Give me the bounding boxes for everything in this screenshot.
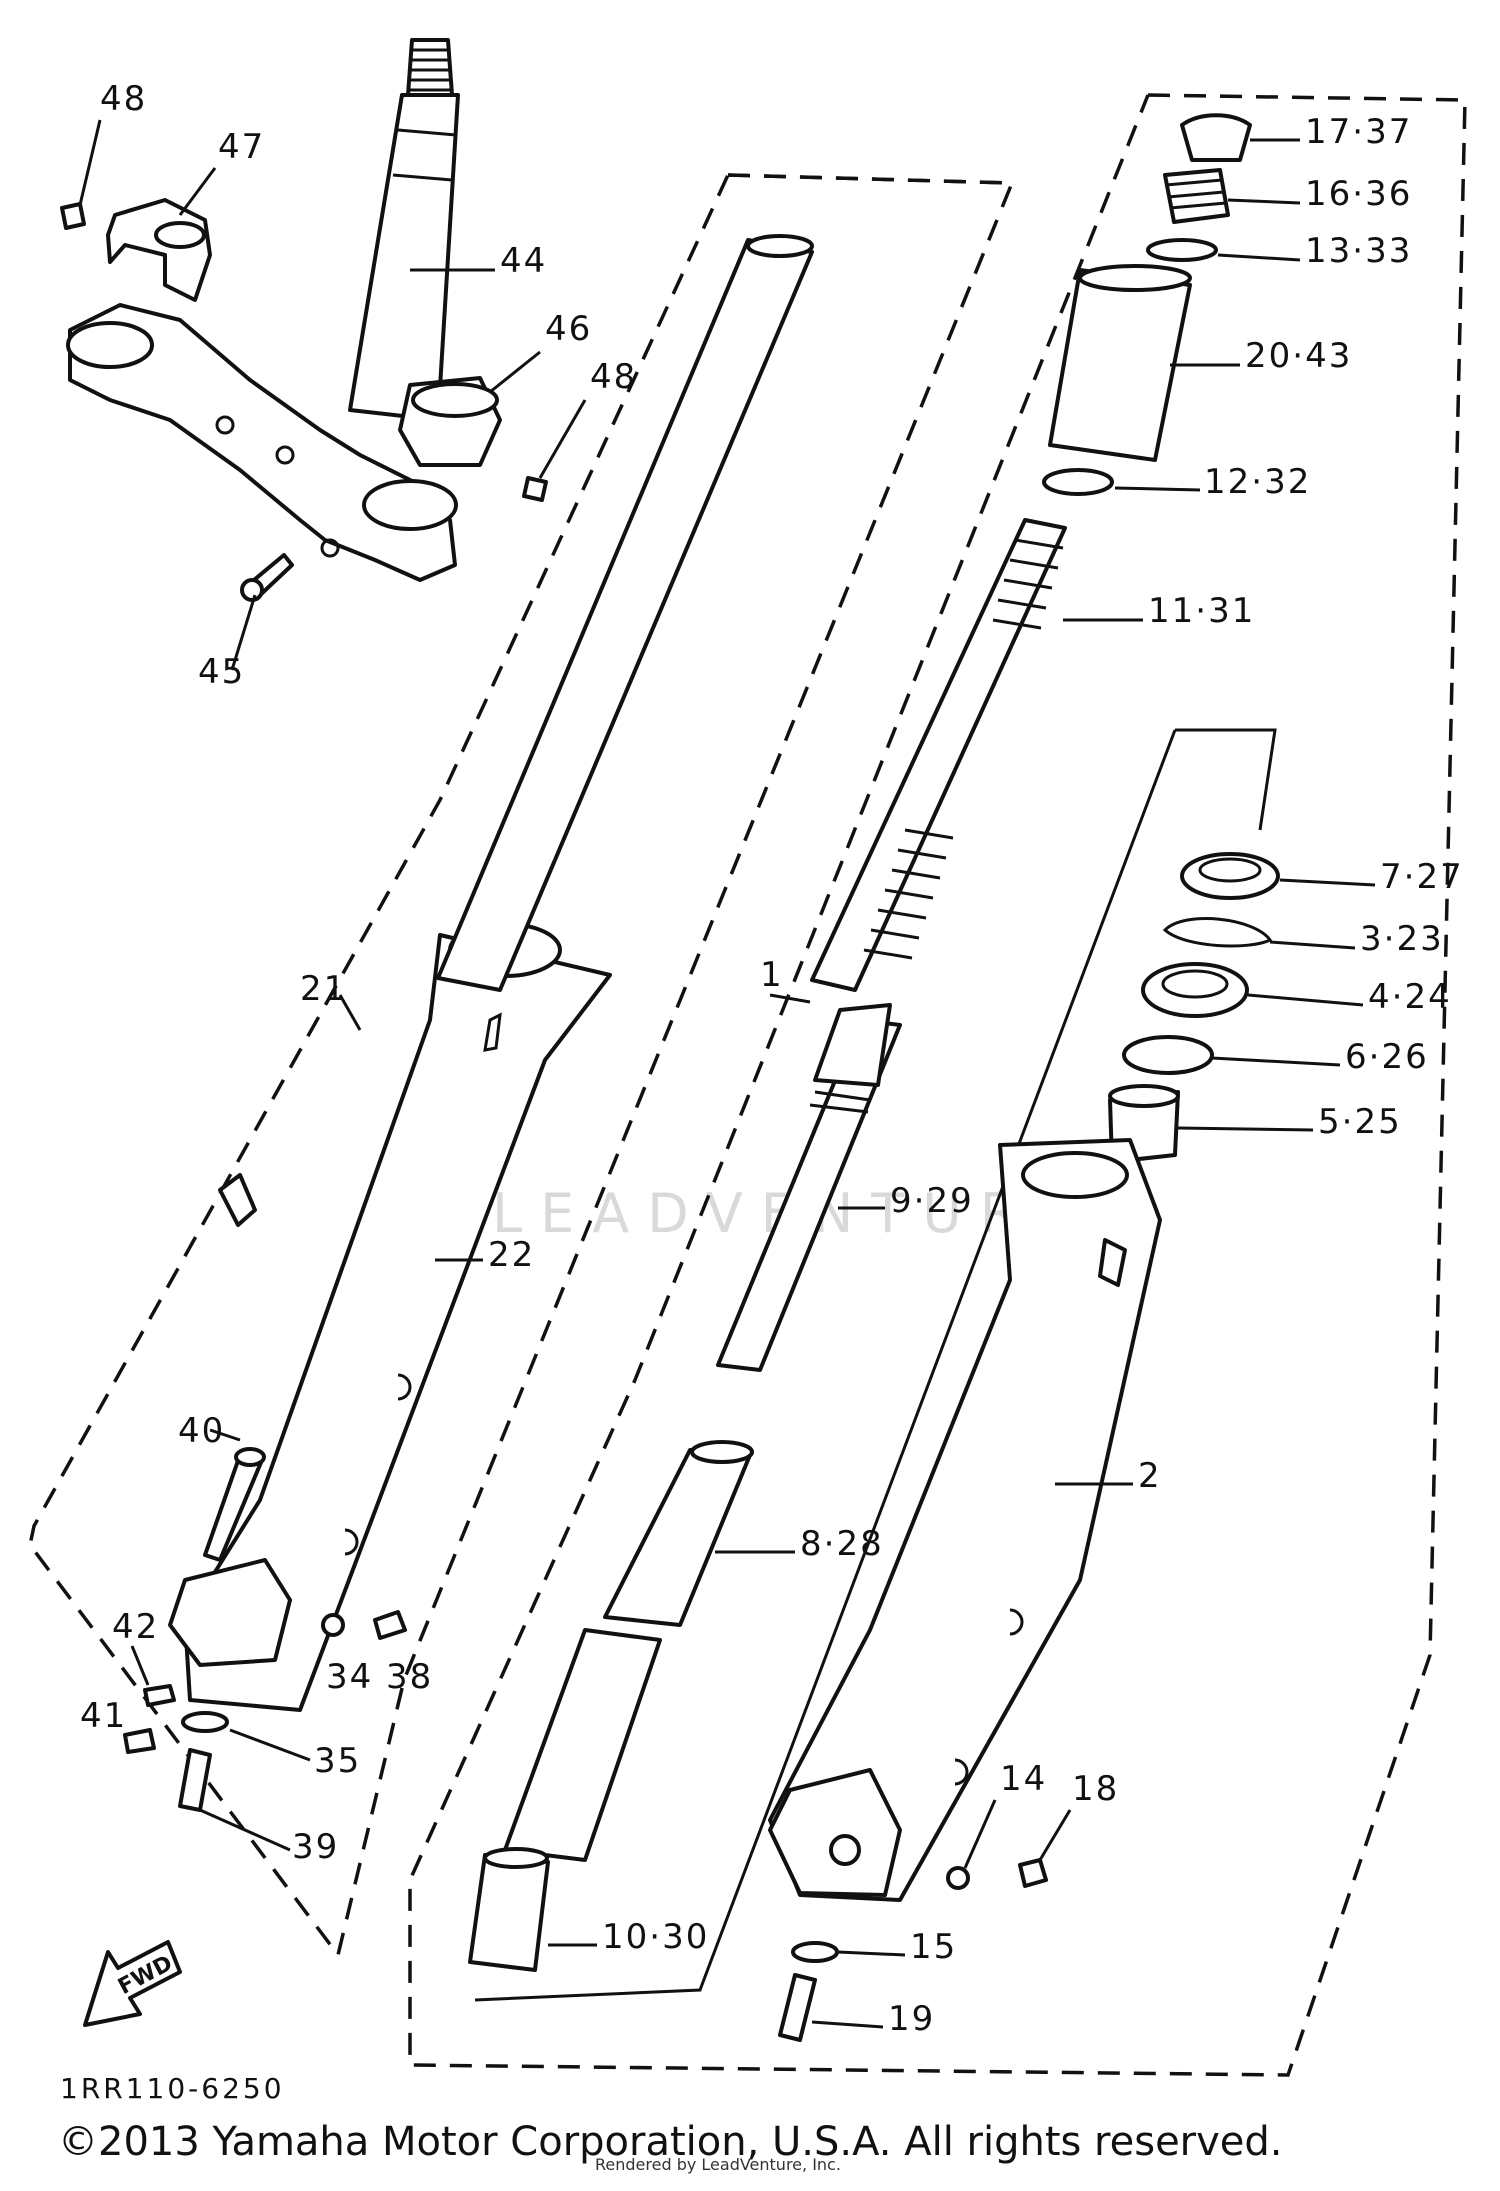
handlebar-holder-upper [106,198,212,302]
callout-c828: 8·28 [800,1524,884,1564]
bolt-18 [1018,1858,1048,1888]
bolt-38 [373,1610,407,1640]
right-outer-tube-body [768,1138,1162,1902]
copyright-notice: ©2013 Yamaha Motor Corporation, U.S.A. A… [58,2119,1283,2165]
callout-c727: 7·27 [1380,857,1464,897]
callout-c34: 34 [326,1657,373,1697]
callout-c35: 35 [314,1741,361,1781]
nut-42 [143,1684,176,1707]
fork-spring-11 [810,518,1067,992]
callout-c48a: 48 [100,79,147,119]
center-fork-group-outline [727,173,1013,185]
inner-tube-body [436,238,814,992]
callout-c41: 41 [80,1696,127,1736]
callout-c1030: 10·30 [602,1917,709,1957]
callout-c929: 9·29 [890,1181,974,1221]
callout-c2: 2 [1138,1456,1162,1496]
cap-bolt-17 [1180,113,1252,162]
callout-c40: 40 [178,1411,225,1451]
callout-c22: 22 [488,1235,535,1275]
nut-41 [123,1728,156,1754]
dust-seal-7 [1180,852,1280,900]
lower-bracket [68,303,457,582]
rendered-by-notice: Rendered by LeadVenture, Inc. [595,2155,841,2174]
callout-c47: 47 [218,127,265,167]
callout-c44: 44 [500,241,547,281]
callout-c1131: 11·31 [1148,591,1255,631]
drawing-number: 1RR110-6250 [60,2072,285,2105]
center-bracket-outline [1175,728,1277,831]
callout-c48b: 48 [590,357,637,397]
lower-bracket-right-bore [362,479,458,531]
left-outer-tube-body [183,933,612,1712]
right-axle-holder [768,1768,902,1897]
damper-components [468,1003,902,1972]
callout-labels: 48 47 44 46 48 45 1 21 22 40 42 34 38 41 35 39 17·37 16·3… [80,79,1464,2039]
leader-lines [78,119,1376,2029]
seal-stack [1108,852,1280,1164]
clip-3 [1162,917,1273,948]
callout-c525: 5·25 [1318,1102,1402,1142]
washer-12 [1042,468,1114,496]
callout-c19: 19 [888,1999,935,2039]
damper-rod-head [813,1003,892,1087]
washer-6 [1122,1035,1214,1075]
steering-stem-tube [348,93,460,422]
forward-direction-arrow: FWD [83,1940,182,2027]
bolt-48-right [522,476,548,502]
bolt-39 [178,1748,212,1812]
callout-c18: 18 [1072,1769,1119,1809]
right-outer-tube [768,1138,1162,1902]
inner-tube [436,234,814,992]
left-outer-tube [168,922,612,1712]
oil-lock-piece-10 [468,1853,550,1972]
small-hardware [123,1447,1048,2042]
right-fork-internals [810,113,1252,992]
washer-35 [181,1711,229,1733]
spring-coils-lower [863,828,954,960]
callout-c15: 15 [910,1927,957,1967]
o-ring-13 [1146,238,1218,262]
inner-tube-top [746,234,814,258]
callout-c1737: 17·37 [1305,112,1412,152]
callout-c39: 39 [292,1827,339,1867]
bolt-19 [778,1973,817,2042]
callout-c1232: 12·32 [1204,462,1311,502]
steering-stem-thread [406,38,454,97]
callout-c21: 21 [300,969,347,1009]
washer-14 [946,1866,970,1890]
callout-c1: 1 [760,955,784,995]
bolt-48-left [60,202,86,230]
steering-stem-assembly [60,38,548,602]
callout-c45: 45 [198,652,245,692]
washer-34 [321,1613,345,1637]
callout-c1333: 13·33 [1305,231,1412,271]
lower-bracket-left-bore [66,321,154,369]
right-fork-group-outline [408,93,1467,2077]
cylinder-lower [503,1628,662,1862]
left-fork-group-outline [28,173,1015,1960]
spacer-20 [1048,268,1192,462]
washer-15 [791,1941,839,1963]
callout-c42: 42 [112,1607,159,1647]
fwd-arrow-shape [83,1940,182,2027]
spring-coils-upper [992,538,1064,630]
callout-c323: 3·23 [1360,919,1444,959]
callout-c38: 38 [386,1657,433,1697]
callout-c626: 6·26 [1345,1037,1429,1077]
left-axle-holder [168,1558,292,1667]
callout-c2043: 20·43 [1245,336,1352,376]
callout-c14: 14 [1000,1759,1047,1799]
callout-c1636: 16·36 [1305,174,1412,214]
callout-c46: 46 [545,309,592,349]
right-outer-tube-top-opening [1021,1151,1129,1199]
spacer-8 [603,1448,752,1627]
callout-c424: 4·24 [1368,977,1452,1017]
